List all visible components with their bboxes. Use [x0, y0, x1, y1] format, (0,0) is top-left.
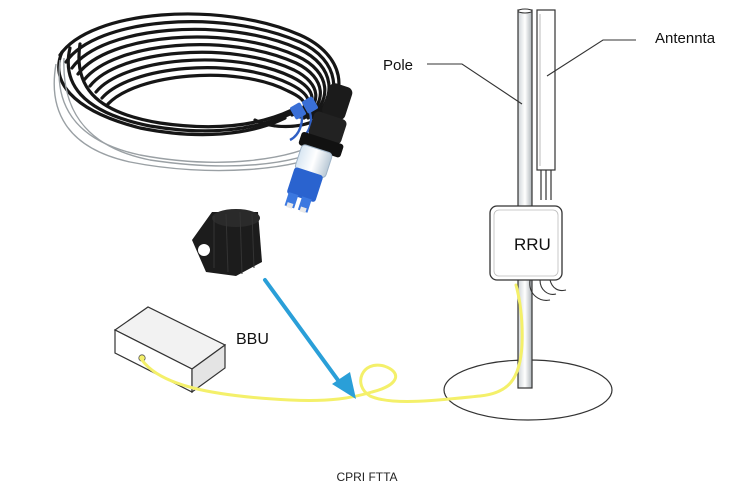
figure-caption: CPRI FTTA: [336, 470, 398, 484]
leader-lines: [427, 39, 636, 105]
antenna-panel: [536, 9, 556, 200]
yellow-fiber-cable: [140, 283, 524, 403]
connector-assembly: [284, 83, 353, 214]
bbu-label: BBU: [236, 331, 269, 348]
dust-cap-icon: [192, 209, 262, 276]
pole: [517, 9, 533, 389]
pointer-arrow: [263, 278, 356, 399]
rru-unit: [489, 205, 567, 301]
cable-coil: [57, 12, 341, 137]
pole-top: [517, 8, 533, 14]
fiber-pigtails: [289, 96, 318, 142]
bbu-unit: [113, 306, 227, 394]
antenna-label: Antennta: [655, 30, 716, 47]
fiber-cable-photo: [53, 12, 353, 276]
pole-label: Pole: [383, 57, 414, 74]
metal-cable-strands: [53, 57, 333, 172]
rru-label: RRU: [514, 235, 551, 254]
